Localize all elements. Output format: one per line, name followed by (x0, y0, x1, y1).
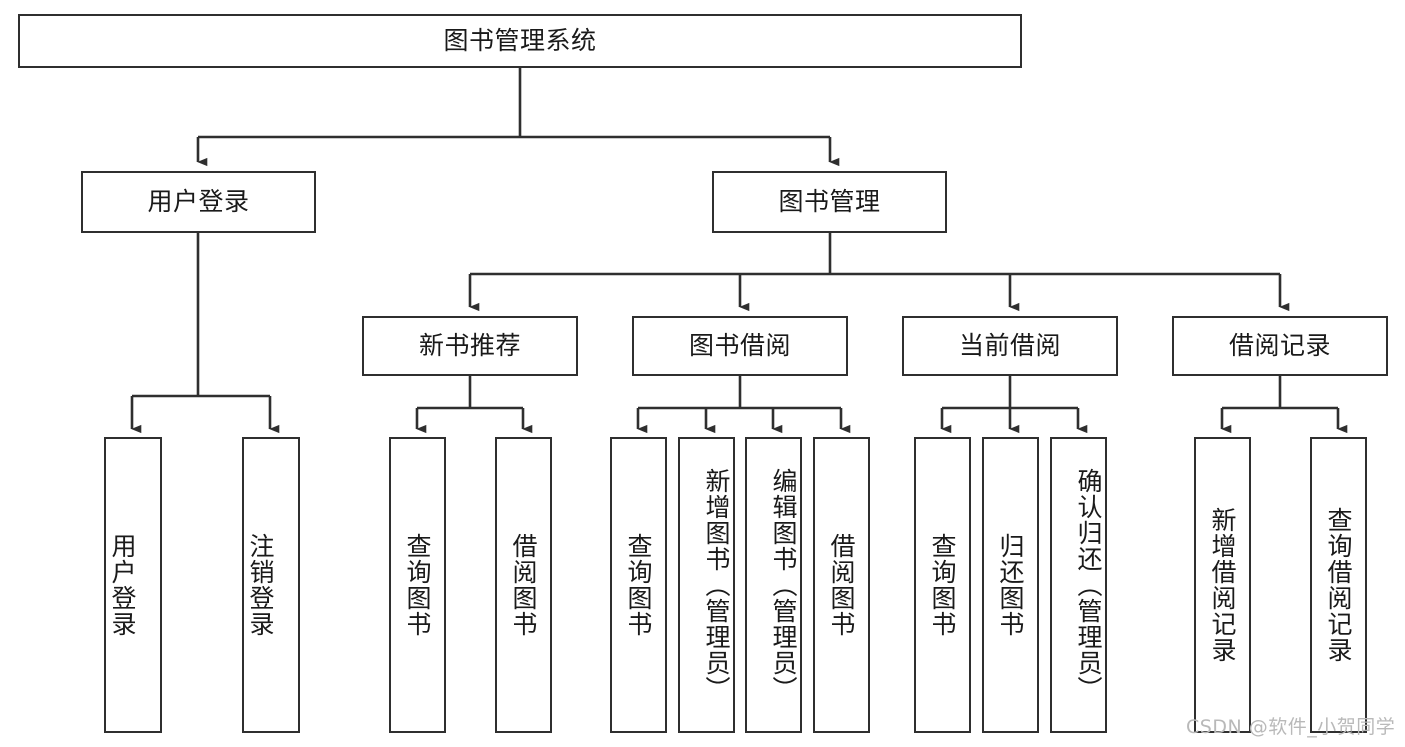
node-label: 借阅图书 (509, 533, 538, 637)
node-label: 归还图书 (996, 533, 1025, 637)
node-label: 注销登录 (246, 533, 275, 637)
node-leaf-query-book-current[interactable]: 查询图书 (914, 437, 971, 733)
node-label: 用户登录 (108, 533, 137, 637)
node-leaf-user-login[interactable]: 用户登录 (104, 437, 162, 733)
node-leaf-logout-login[interactable]: 注销登录 (242, 437, 300, 733)
node-label: 确认归还（管理员） (1074, 468, 1103, 702)
node-book-management[interactable]: 图书管理 (712, 171, 947, 233)
node-label: 查询借阅记录 (1324, 507, 1353, 663)
node-leaf-borrow-book-recommend[interactable]: 借阅图书 (495, 437, 552, 733)
node-leaf-query-book-borrow[interactable]: 查询图书 (610, 437, 667, 733)
node-label: 查询图书 (403, 533, 432, 637)
node-label: 查询图书 (624, 533, 653, 637)
node-leaf-query-borrow-record[interactable]: 查询借阅记录 (1310, 437, 1367, 733)
node-current-borrow[interactable]: 当前借阅 (902, 316, 1118, 376)
csdn-watermark: CSDN @软件_小贺同学 (1186, 716, 1396, 738)
node-user-login[interactable]: 用户登录 (81, 171, 316, 233)
node-label: 用户登录 (147, 186, 250, 216)
node-label: 编辑图书（管理员） (769, 468, 798, 702)
node-label: 借阅记录 (1228, 330, 1331, 360)
node-root-book-management-system[interactable]: 图书管理系统 (18, 14, 1022, 68)
node-label: 新增图书（管理员） (702, 468, 731, 702)
node-label: 图书管理 (778, 186, 881, 216)
node-leaf-borrow-book[interactable]: 借阅图书 (813, 437, 870, 733)
node-leaf-edit-book-admin[interactable]: 编辑图书（管理员） (745, 437, 802, 733)
node-label: 新增借阅记录 (1208, 507, 1237, 663)
node-borrow-record[interactable]: 借阅记录 (1172, 316, 1388, 376)
node-leaf-query-book-recommend[interactable]: 查询图书 (389, 437, 446, 733)
node-leaf-add-borrow-record[interactable]: 新增借阅记录 (1194, 437, 1251, 733)
node-label: 新书推荐 (418, 330, 521, 360)
node-label: 借阅图书 (827, 533, 856, 637)
node-label: 当前借阅 (958, 330, 1061, 360)
node-label: 查询图书 (928, 533, 957, 637)
node-leaf-return-book[interactable]: 归还图书 (982, 437, 1039, 733)
node-new-book-recommend[interactable]: 新书推荐 (362, 316, 578, 376)
node-book-borrow[interactable]: 图书借阅 (632, 316, 848, 376)
node-leaf-confirm-return-admin[interactable]: 确认归还（管理员） (1050, 437, 1107, 733)
node-label: 图书管理系统 (443, 25, 597, 55)
node-leaf-add-book-admin[interactable]: 新增图书（管理员） (678, 437, 735, 733)
node-label: 图书借阅 (688, 330, 791, 360)
